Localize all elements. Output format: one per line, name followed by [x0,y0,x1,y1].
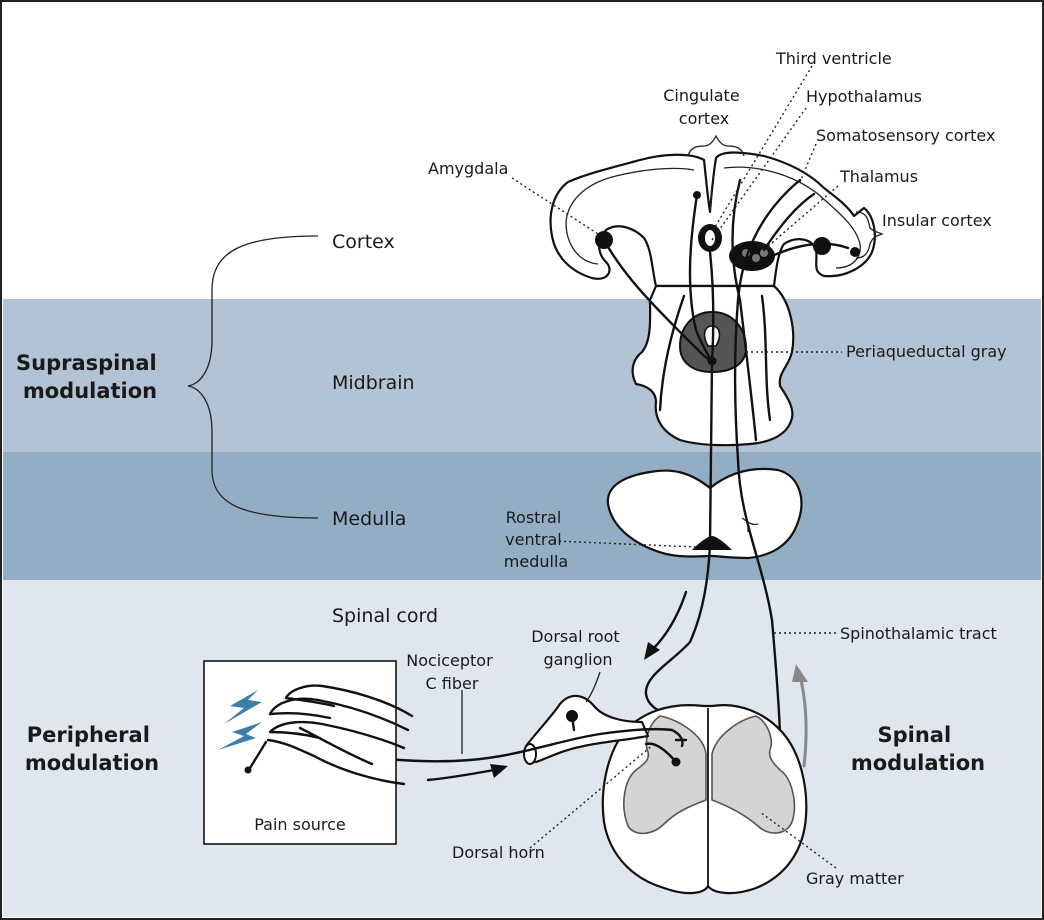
nerve-root-cut [524,744,536,764]
label-dorsal-horn: Dorsal horn [452,843,545,862]
pag-cell-body [708,357,717,366]
label-gray-matter: Gray matter [806,869,904,888]
level-medulla: Medulla [332,508,406,530]
label-insular-cortex: Insular cortex [882,211,992,230]
level-cortex: Cortex [332,231,395,253]
label-somatosensory-cortex: Somatosensory cortex [816,126,995,145]
label-hypothalamus: Hypothalamus [806,87,922,106]
pain-source-label: Pain source [254,815,346,834]
midbrain-band [3,299,1041,452]
cortex-band [3,3,1041,299]
insular-nucleus [813,237,831,255]
label-spinothalamic-tract: Spinothalamic tract [840,624,997,643]
label-amygdala: Amygdala [428,159,508,178]
label-thalamus: Thalamus [839,167,918,186]
level-midbrain: Midbrain [332,372,415,394]
label-third-ventricle: Third ventricle [775,49,892,68]
label-rostral-ventral-medulla: Rostral ventral medulla [504,508,568,571]
insular-terminal [850,247,860,257]
thalamus-subnucleus-2 [752,254,760,262]
level-spinal-cord: Spinal cord [332,605,438,627]
label-periaqueductal-gray: Periaqueductal gray [846,342,1007,361]
third-ventricle [705,230,715,246]
